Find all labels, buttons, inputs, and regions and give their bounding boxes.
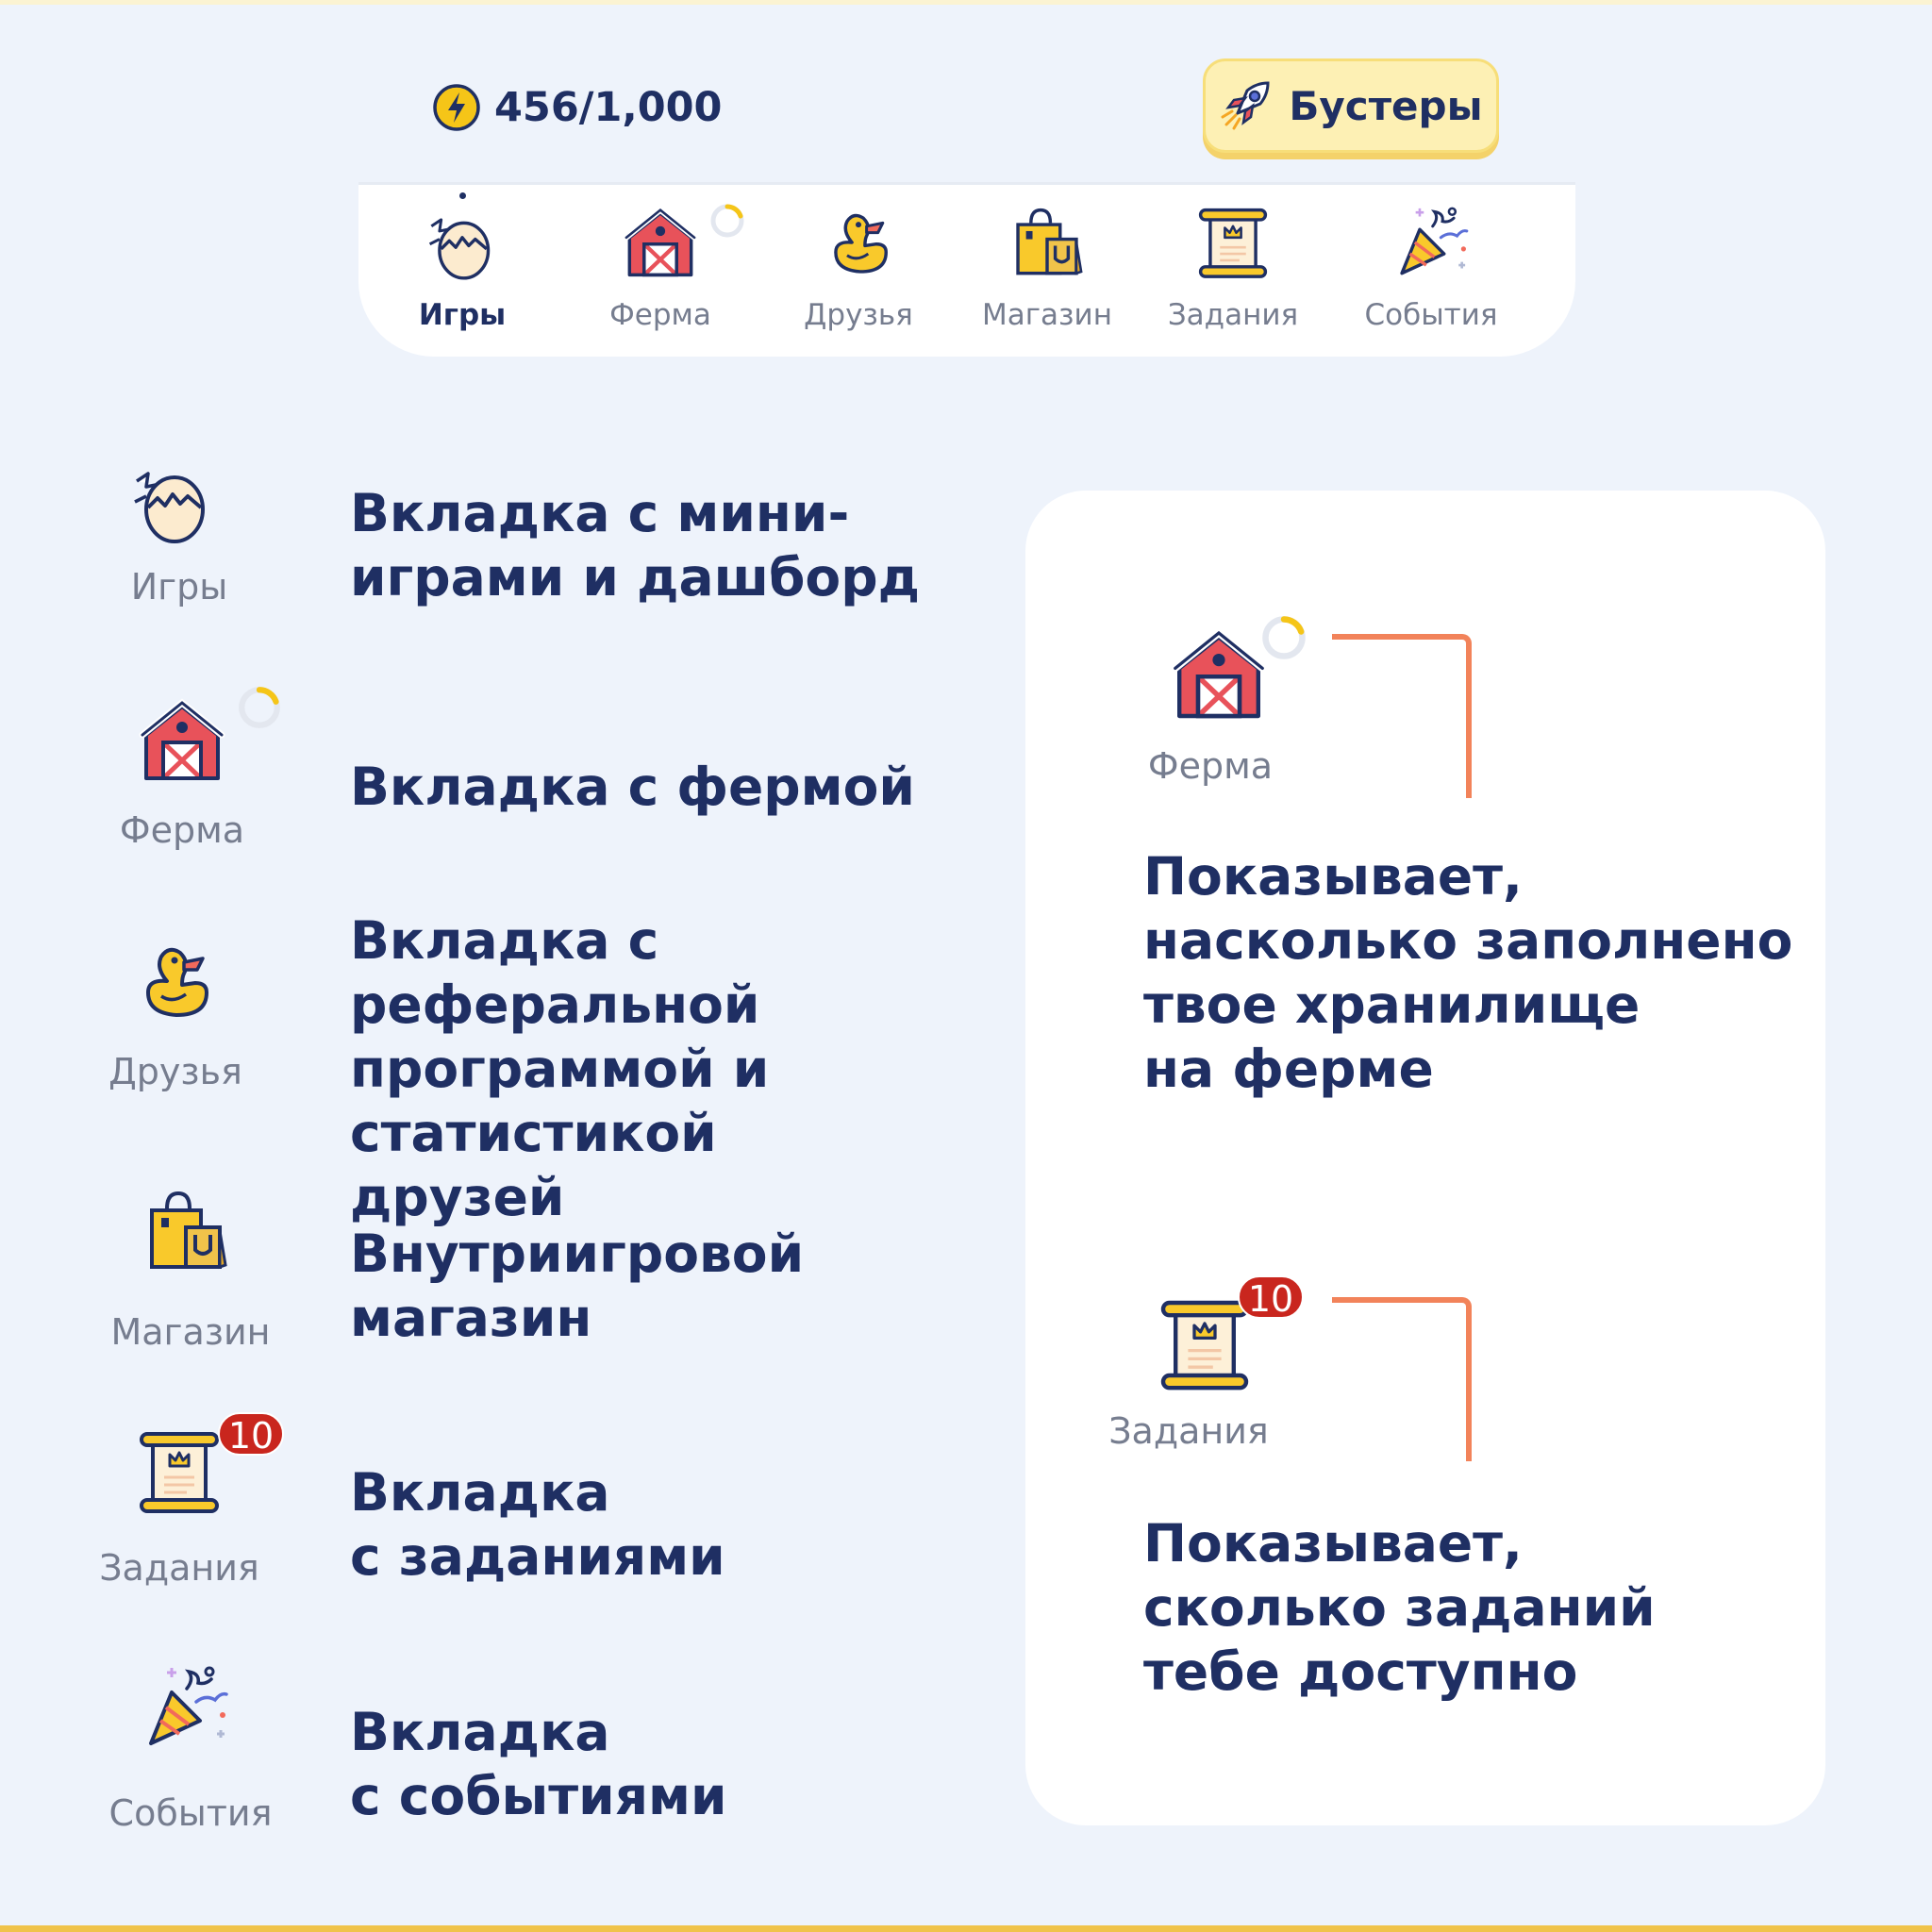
tasks-count-badge: 10: [218, 1412, 284, 1457]
scroll-icon: [132, 1424, 226, 1519]
shopping-bags-icon: [1007, 202, 1088, 283]
tasks-connector-line: [1332, 1297, 1472, 1461]
party-popper-icon: [1391, 202, 1472, 283]
legend-label-farm: Ферма: [119, 809, 245, 851]
barn-icon: [135, 693, 229, 788]
tab-tasks[interactable]: Задания: [1143, 192, 1323, 343]
active-tab-indicator: [459, 192, 466, 199]
legend-label-friends: Друзья: [108, 1051, 242, 1092]
shopping-bags-icon: [139, 1184, 233, 1278]
bottom-tab-bar: Игры Ферма Друзья Магазин Задания Событи…: [358, 182, 1575, 357]
legend-desc-games: Вкладка с мини-играми и дашборд: [350, 483, 921, 608]
barn-icon: [620, 202, 701, 283]
boosters-button[interactable]: Бустеры: [1203, 58, 1499, 153]
lightning-icon: [433, 84, 480, 131]
tab-label: Друзья: [804, 298, 913, 332]
egg-icon: [422, 202, 503, 283]
duck-icon: [127, 934, 222, 1028]
tab-label: Игры: [418, 298, 507, 332]
legend-desc-farm: Вкладка с фермой: [350, 757, 915, 817]
egg-icon: [125, 453, 220, 547]
storage-progress-icon: [1259, 613, 1308, 662]
scroll-icon: [1192, 202, 1274, 283]
tab-games[interactable]: Игры: [373, 192, 552, 343]
tab-shop[interactable]: Магазин: [958, 192, 1137, 343]
tab-label: Задания: [1167, 298, 1299, 332]
legend-label-games: Игры: [130, 566, 228, 608]
energy-counter: 456/1,000: [432, 83, 722, 132]
card-label-tasks: Задания: [1108, 1410, 1269, 1452]
boosters-label: Бустеры: [1289, 82, 1483, 129]
duck-icon: [818, 202, 899, 283]
card-label-farm: Ферма: [1147, 745, 1274, 787]
energy-value: 456/1,000: [494, 84, 723, 131]
legend-label-shop: Магазин: [110, 1311, 271, 1353]
farm-connector-line: [1332, 634, 1472, 798]
top-strip: [0, 0, 1932, 5]
bottom-strip: [0, 1925, 1932, 1932]
storage-progress-icon: [708, 202, 746, 240]
legend-label-tasks: Задания: [99, 1547, 259, 1589]
tab-label: Ферма: [609, 298, 711, 332]
tab-farm[interactable]: Ферма: [571, 192, 750, 343]
legend-label-events: События: [108, 1792, 273, 1834]
barn-icon: [1167, 623, 1271, 726]
storage-progress-icon: [236, 684, 283, 731]
party-popper-icon: [138, 1660, 232, 1755]
rocket-icon: [1221, 81, 1270, 130]
tab-label: Магазин: [982, 298, 1112, 332]
tab-friends[interactable]: Друзья: [769, 192, 948, 343]
tasks-count-badge: 10: [1238, 1275, 1304, 1320]
tab-label: События: [1364, 298, 1498, 332]
tab-events[interactable]: События: [1341, 192, 1521, 343]
